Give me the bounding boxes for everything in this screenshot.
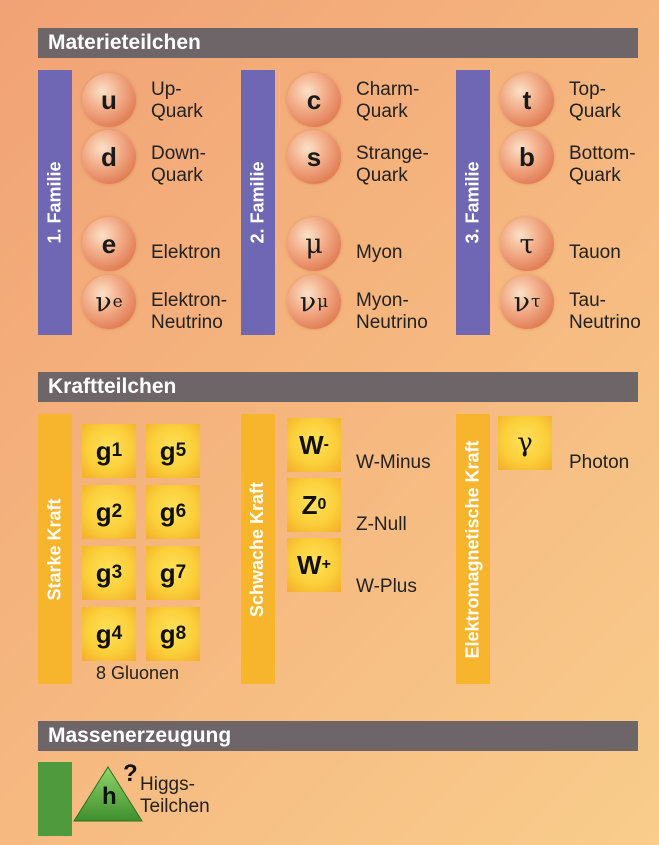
up-quark-label: Up- Quark bbox=[151, 79, 203, 122]
bottom-quark-label: Bottom- Quark bbox=[569, 143, 636, 186]
family-2-bar: 2. Familie bbox=[241, 70, 275, 335]
muon-ball: μ bbox=[287, 217, 341, 271]
w-plus-tile: W+ bbox=[287, 538, 341, 592]
higgs-question-mark: ? bbox=[123, 760, 138, 787]
tau-neutrino-label: Tau- Neutrino bbox=[569, 290, 641, 333]
matter-header: Materieteilchen bbox=[38, 28, 638, 58]
strong-force-label: Starke Kraft bbox=[44, 497, 65, 601]
strong-force-bar: Starke Kraft bbox=[38, 414, 72, 684]
mass-header: Massenerzeugung bbox=[38, 721, 638, 751]
tauon-label: Tauon bbox=[569, 242, 621, 263]
family-3-label: 3. Familie bbox=[462, 161, 483, 244]
charm-quark-ball: c bbox=[287, 73, 341, 127]
higgs-triangle-icon bbox=[73, 766, 143, 822]
bottom-quark-ball: b bbox=[500, 130, 554, 184]
force-header: Kraftteilchen bbox=[38, 372, 638, 402]
weak-force-label: Schwache Kraft bbox=[247, 481, 268, 617]
muon-label: Myon bbox=[356, 242, 403, 263]
w-minus-tile: W- bbox=[287, 418, 341, 472]
photon-label: Photon bbox=[569, 452, 630, 473]
strange-quark-label: Strange- Quark bbox=[356, 143, 429, 186]
electron-neutrino-label: Elektron- Neutrino bbox=[151, 290, 228, 333]
em-force-bar: Elektromagnetische Kraft bbox=[456, 414, 490, 684]
family-3-bar: 3. Familie bbox=[456, 70, 490, 335]
family-2-label: 2. Familie bbox=[247, 161, 268, 244]
family-1-label: 1. Familie bbox=[44, 161, 65, 244]
w-minus-label: W-Minus bbox=[356, 452, 431, 473]
higgs-label: Higgs- Teilchen bbox=[140, 774, 210, 817]
higgs-symbol: h bbox=[102, 783, 117, 810]
charm-quark-label: Charm- Quark bbox=[356, 79, 420, 122]
em-force-label: Elektromagnetische Kraft bbox=[462, 439, 483, 659]
family-1-bar: 1. Familie bbox=[38, 70, 72, 335]
electron-ball: e bbox=[82, 217, 136, 271]
strange-quark-ball: s bbox=[287, 130, 341, 184]
photon-tile: γ bbox=[498, 416, 552, 470]
z-null-label: Z-Null bbox=[356, 514, 407, 535]
up-quark-ball: u bbox=[82, 73, 136, 127]
gluon-caption: 8 Gluonen bbox=[96, 663, 180, 683]
w-plus-label: W-Plus bbox=[356, 576, 417, 597]
higgs-bar bbox=[38, 762, 72, 836]
tauon-ball: τ bbox=[500, 217, 554, 271]
top-quark-label: Top- Quark bbox=[569, 79, 621, 122]
down-quark-ball: d bbox=[82, 130, 136, 184]
electron-label: Elektron bbox=[151, 242, 221, 263]
weak-force-bar: Schwache Kraft bbox=[241, 414, 275, 684]
muon-neutrino-label: Myon- Neutrino bbox=[356, 290, 428, 333]
top-quark-ball: t bbox=[500, 73, 554, 127]
down-quark-label: Down- Quark bbox=[151, 143, 206, 186]
